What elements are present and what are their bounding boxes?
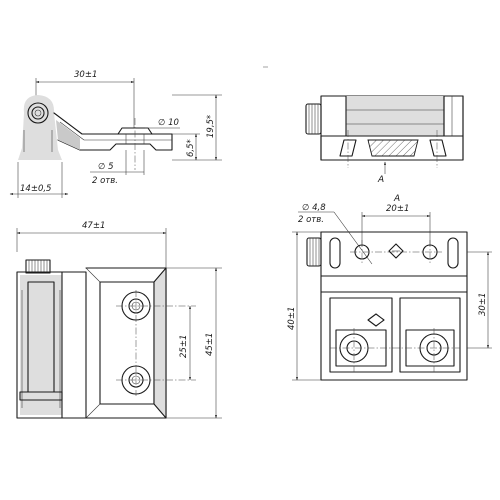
dim-6-5: 6,5* [186,139,196,157]
dim-holes-1: 2 отв. [92,176,118,186]
dim-40: 40±1 [287,307,297,330]
dim-14: 14±0,5 [20,184,51,194]
front-view: 47±1 25±1 [16,221,222,419]
dim-30-right: 30±1 [478,293,488,316]
dim-25: 25±1 [179,335,189,358]
view-a-arrow: A [377,175,384,185]
dim-20: 20±1 [386,204,409,214]
side-view: 30±1 ∅ 10 ∅ 5 2 отв. 19,5* [9,70,222,198]
dim-45: 45±1 [205,333,215,356]
dim-d48: ∅ 4,8 [302,203,326,213]
dim-holes-2: 2 отв. [298,215,324,225]
dim-d5: ∅ 5 [98,162,114,172]
dim-d10: ∅ 10 [158,118,179,128]
top-view: A [305,95,464,185]
dim-30: 30±1 [74,70,97,80]
dim-19-5: 19,5* [206,115,216,138]
dim-47: 47±1 [82,221,105,231]
view-a-title: A [393,194,400,204]
view-a: A ∅ 4,8 2 отв. 20±1 [287,194,492,381]
